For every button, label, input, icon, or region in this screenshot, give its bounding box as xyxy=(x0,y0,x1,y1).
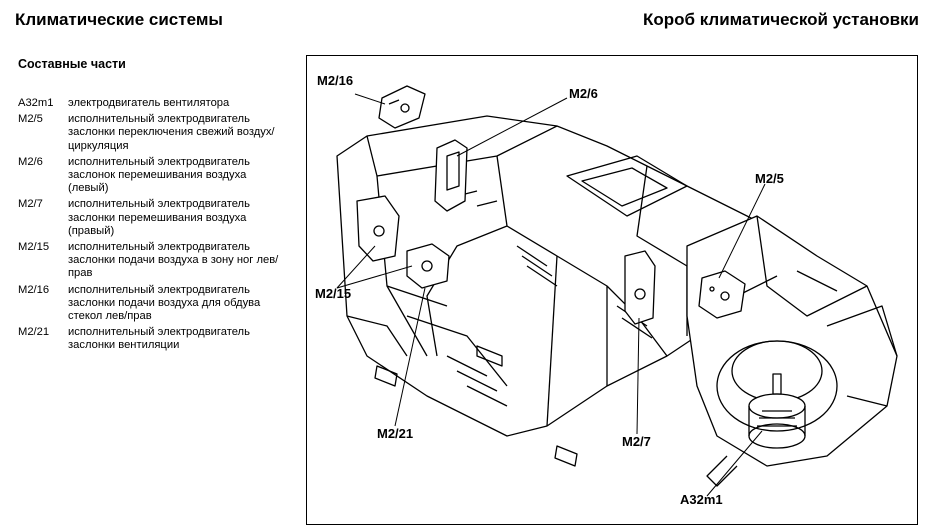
actuator-m2-7 xyxy=(624,250,656,325)
part-description: исполнительный электродвигатель заслонки… xyxy=(68,198,250,237)
section-title-left: Климатические системы xyxy=(15,10,223,29)
list-item: M2/16 исполнительный электродвигатель за… xyxy=(18,284,288,324)
part-code: M2/6 xyxy=(18,155,43,168)
hvac-housing-drawing xyxy=(336,85,898,497)
components-heading: Составные части xyxy=(18,57,126,71)
actuator-m2-5 xyxy=(698,270,746,319)
blower-section xyxy=(686,215,898,487)
part-code: M2/15 xyxy=(18,241,50,254)
diagram-frame: M2/16 M2/6 M2/5 M2/15 M2/21 M2/7 A32m1 xyxy=(306,55,918,525)
part-code: M2/5 xyxy=(18,113,43,126)
part-description: исполнительный электродвигатель заслонок… xyxy=(68,155,250,195)
actuator-m2-6 xyxy=(434,139,468,212)
part-code: M2/21 xyxy=(18,326,50,339)
list-item: M2/7 исполнительный электродвигатель зас… xyxy=(18,198,288,238)
list-item: M2/15 исполнительный электродвигатель за… xyxy=(18,241,288,281)
list-item: M2/21 исполнительный электродвигатель за… xyxy=(18,326,288,352)
part-description: исполнительный электродвигатель заслонки… xyxy=(68,113,275,152)
part-code: A32m1 xyxy=(18,97,54,109)
callout-m2-5: M2/5 xyxy=(755,171,784,186)
actuator-m2-21 xyxy=(406,243,450,289)
leader-lines xyxy=(336,93,766,497)
part-code: M2/16 xyxy=(18,283,50,296)
actuator-m2-15 xyxy=(356,195,400,262)
list-item: M2/5 исполнительный электродвигатель зас… xyxy=(18,113,288,153)
actuator-m2-16 xyxy=(378,85,426,129)
components-list: A32m1 электродвигатель вентилятора M2/5 … xyxy=(18,97,288,356)
part-code: M2/7 xyxy=(18,198,43,211)
part-description: исполнительный электродвигатель заслонки… xyxy=(68,326,250,352)
callout-m2-21: M2/21 xyxy=(377,426,414,441)
part-description: исполнительный электродвигатель заслонки… xyxy=(68,241,279,280)
part-description: электродвигатель вентилятора xyxy=(68,97,230,109)
callout-m2-16: M2/16 xyxy=(317,73,354,88)
callout-m2-6: M2/6 xyxy=(569,86,598,101)
part-description: исполнительный электродвигатель заслонки… xyxy=(68,283,261,323)
list-item: M2/6 исполнительный электродвигатель зас… xyxy=(18,156,288,196)
section-title-right: Короб климатической установки xyxy=(642,10,919,29)
callout-m2-15: M2/15 xyxy=(315,286,352,301)
callout-m2-7: M2/7 xyxy=(622,434,651,449)
list-item: A32m1 электродвигатель вентилятора xyxy=(18,97,288,110)
callout-a32m1: A32m1 xyxy=(680,492,723,507)
